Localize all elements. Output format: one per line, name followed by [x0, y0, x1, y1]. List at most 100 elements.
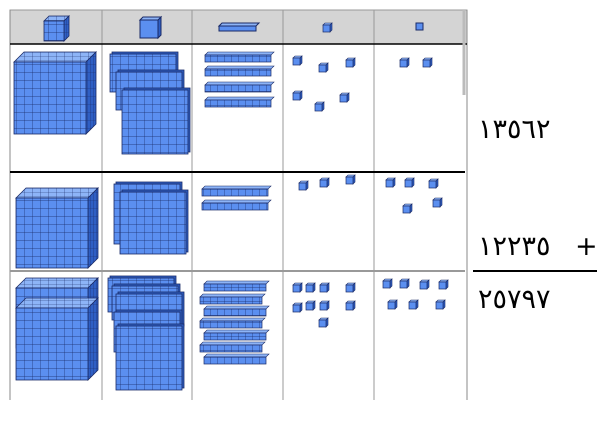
unit-front [422, 59, 431, 68]
rod-top [203, 329, 270, 334]
unit-cube [319, 282, 330, 293]
unit-front [319, 302, 328, 311]
rod-top [203, 353, 270, 358]
ten-rod [203, 280, 270, 292]
flat-hundred-icon [138, 15, 163, 40]
unit-cube [428, 178, 439, 189]
unit-front [345, 176, 354, 185]
flat-face [139, 19, 159, 39]
rod-top [203, 305, 270, 310]
unit-front [345, 302, 354, 311]
unit-front [382, 280, 391, 289]
cube-top [15, 297, 99, 309]
ten-rod [201, 185, 272, 197]
hundred-flat [121, 87, 191, 155]
unit-front [438, 281, 447, 290]
cube-side [85, 51, 97, 135]
unit-front [292, 284, 301, 293]
unit-front [319, 284, 328, 293]
cube-thousand-icon [43, 15, 70, 42]
ten-rod [204, 51, 275, 63]
cube-front [43, 20, 65, 42]
rod-face [203, 308, 267, 317]
rod-face [203, 356, 267, 365]
flat-face [121, 89, 189, 155]
unit-cube [387, 299, 398, 310]
unit-cube [319, 300, 330, 311]
cube-side [63, 15, 70, 42]
unit-front [318, 64, 327, 73]
unit-cube [382, 278, 393, 289]
unit-cube [438, 279, 449, 290]
rod-top [203, 280, 270, 285]
unit-cube [322, 22, 333, 33]
rod-face [201, 188, 269, 197]
place-value-blocks [13, 51, 449, 391]
unit-cube [345, 282, 356, 293]
unit-cube [292, 90, 303, 101]
unit-cube [399, 57, 410, 68]
rod-top [201, 199, 272, 204]
rod-top [204, 65, 275, 70]
small-unit-icon [415, 22, 424, 31]
cube-front [13, 61, 87, 135]
hundred-flat [115, 323, 185, 391]
rod-face [201, 202, 269, 211]
unit-front [404, 179, 413, 188]
place-value-table [9, 9, 468, 400]
unit-front [428, 180, 437, 189]
unit-cube [404, 177, 415, 188]
flat-top [138, 16, 163, 21]
unit-front [419, 281, 428, 290]
cube-top [13, 51, 97, 63]
unit-front [305, 302, 314, 311]
unit-cube [292, 282, 303, 293]
ten-rod [204, 65, 275, 77]
unit-cube [432, 197, 443, 208]
cube-front [15, 307, 89, 381]
thousand-cube [13, 51, 97, 135]
unit-cube [314, 101, 325, 112]
unit-cube [319, 177, 330, 188]
rod-face [199, 320, 263, 329]
unit-cube [408, 299, 419, 310]
hundred-flat [119, 189, 189, 255]
thousand-cube [15, 187, 99, 269]
unit-cube [339, 92, 350, 103]
unit-front [385, 179, 394, 188]
unit-front [292, 92, 301, 101]
sum-line [473, 270, 597, 272]
rod-face [203, 332, 267, 341]
rod-top [204, 96, 275, 101]
cube-side [87, 297, 99, 381]
unit-cube [292, 302, 303, 313]
ten-rod [199, 293, 266, 305]
unit-cube [305, 300, 316, 311]
rod-face [203, 283, 267, 292]
unit-cube [318, 62, 329, 73]
unit-front [432, 199, 441, 208]
unit-front [305, 284, 314, 293]
rod-face [218, 25, 257, 32]
unit-front [408, 301, 417, 310]
plus-operator: + [575, 231, 598, 262]
unit-cube [345, 174, 356, 185]
cube-top [15, 187, 99, 199]
sum: ٢٥٧٩٧ [478, 284, 551, 315]
unit-front [322, 24, 331, 33]
rod-face [204, 99, 272, 108]
unit-cube [435, 299, 446, 310]
unit-front [402, 205, 411, 214]
ten-rod [203, 305, 270, 317]
cube-side [87, 187, 99, 269]
ten-rod [204, 96, 275, 108]
ten-rod [204, 81, 275, 93]
unit-cube [305, 282, 316, 293]
unit-cube [298, 180, 309, 191]
rod-face [204, 68, 272, 77]
unit-cube [345, 300, 356, 311]
unit-cube [292, 55, 303, 66]
cube-top [15, 277, 99, 289]
unit-front [345, 59, 354, 68]
unit-front [339, 94, 348, 103]
